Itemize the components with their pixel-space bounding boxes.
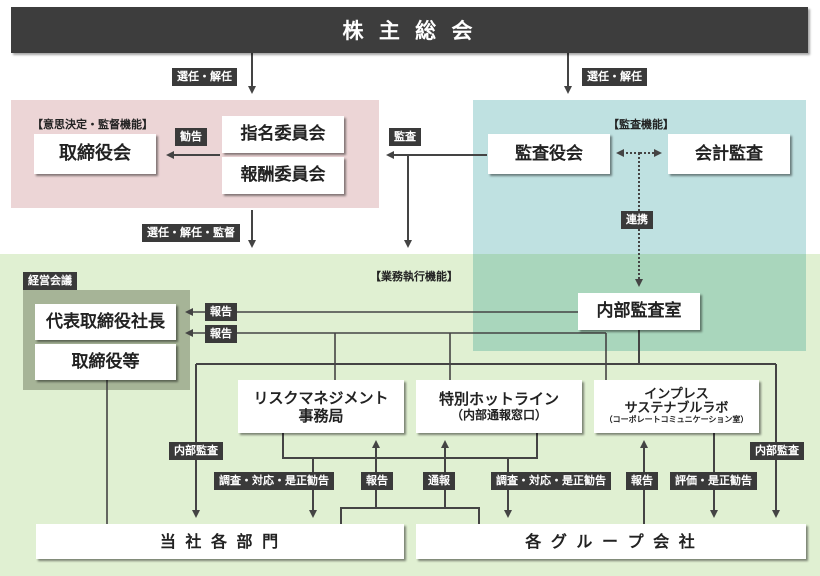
audit-board-label: 監査役会: [515, 143, 583, 164]
risk-management-label-line2: 事務局: [298, 406, 344, 425]
tag-elect-dismiss-supervise: 選任・解任・監督: [142, 224, 240, 242]
tag-report-1: 報告: [205, 303, 237, 321]
president-box: 代表取締役社長: [35, 304, 176, 340]
tag-report-risk: 報告: [361, 472, 393, 490]
sustain-label-line1: インプレス: [644, 386, 709, 402]
accounting-audit-label: 会計監査: [695, 143, 763, 164]
tag-elect-dismiss-left: 選任・解任: [172, 68, 237, 86]
tag-investigate-departments: 調査・対応・是正勧告: [214, 472, 334, 490]
tag-investigate-group: 調査・対応・是正勧告: [491, 472, 611, 490]
tag-elect-dismiss-right: 選任・解任: [582, 68, 647, 86]
tag-internal-audit-left: 内部監査: [169, 442, 223, 460]
risk-management-label-line1: リスクマネジメント: [253, 388, 389, 407]
tag-cooperation: 連携: [621, 211, 653, 229]
tag-internal-audit-right: 内部監査: [750, 442, 804, 460]
tag-audit: 監査: [389, 128, 421, 146]
internal-audit-office-label: 内部監査室: [596, 301, 682, 322]
sustain-label-line3: （コーポレートコミュニケーション室）: [604, 415, 749, 425]
audit-zone-label: 【監査機能】: [608, 118, 674, 131]
sustain-label-line2: サステナブルラボ: [624, 401, 729, 417]
board-of-directors-label: 取締役会: [59, 143, 131, 165]
nomination-committee-box: 指名委員会: [222, 116, 344, 153]
tag-report-sustain: 報告: [626, 472, 658, 490]
audit-board-box: 監査役会: [488, 134, 610, 174]
special-hotline-box: 特別ホットライン （内部通報窓口）: [416, 380, 582, 433]
directors-label: 取締役等: [71, 351, 140, 372]
decision-zone-label: 【意思決定・監督機能】: [32, 118, 153, 131]
group-companies-box: 各 グ ル ー プ 会 社: [416, 524, 806, 559]
board-of-directors-box: 取締役会: [34, 134, 156, 174]
nomination-committee-label: 指名委員会: [240, 124, 326, 145]
tag-report-2: 報告: [205, 325, 237, 343]
tag-whistleblowing: 通報: [423, 472, 455, 490]
hotline-label-line2: （内部通報窓口）: [450, 408, 547, 423]
compensation-committee-box: 報酬委員会: [222, 157, 344, 194]
shareholders-meeting-bar: 株 主 総 会: [11, 7, 808, 53]
president-label: 代表取締役社長: [46, 311, 165, 332]
accounting-audit-box: 会計監査: [668, 134, 790, 174]
sustainable-lab-box: インプレス サステナブルラボ （コーポレートコミュニケーション室）: [594, 380, 759, 433]
tag-evaluate-recommend: 評価・是正勧告: [670, 472, 757, 490]
compensation-committee-label: 報酬委員会: [240, 165, 326, 186]
directors-box: 取締役等: [35, 344, 176, 380]
group-companies-label: 各 グ ル ー プ 会 社: [525, 531, 697, 551]
shareholders-meeting-title: 株 主 総 会: [342, 19, 477, 43]
risk-management-office-box: リスクマネジメント 事務局: [238, 380, 404, 433]
internal-audit-office-box: 内部監査室: [578, 293, 700, 330]
execution-zone-label: 【業務執行機能】: [370, 270, 458, 283]
company-departments-box: 当 社 各 部 門: [36, 524, 404, 559]
tag-recommend: 勧告: [175, 128, 207, 146]
hotline-label-line1: 特別ホットライン: [438, 390, 559, 409]
company-departments-label: 当 社 各 部 門: [159, 531, 281, 551]
management-meeting-label: 経営会議: [23, 272, 77, 290]
